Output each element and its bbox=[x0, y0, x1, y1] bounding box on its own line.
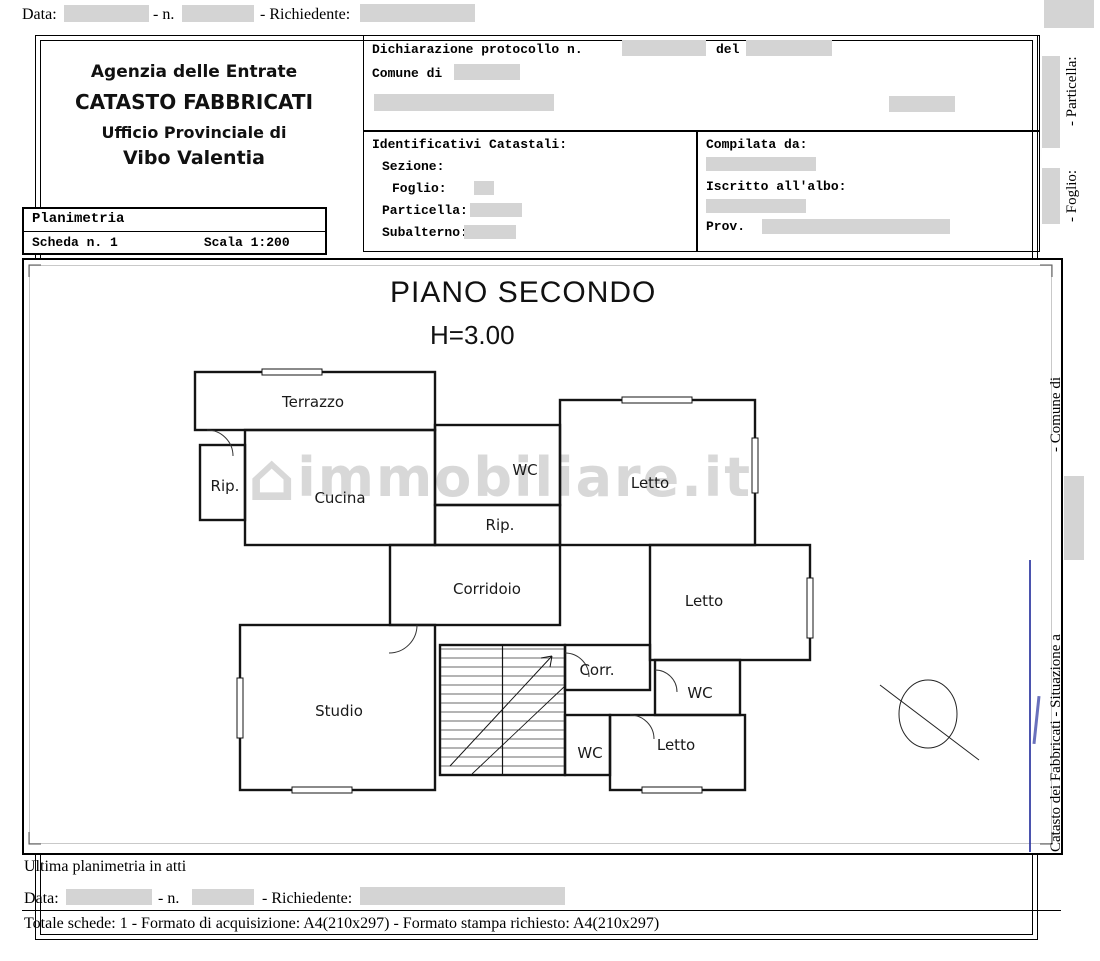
plan-title: PIANO SECONDO bbox=[390, 276, 657, 309]
room-label-corridoio: Corridoio bbox=[453, 580, 521, 598]
planimetria-box: Planimetria Scheda n. 1 Scala 1:200 bbox=[22, 207, 327, 255]
floor-plan: Terrazzo Rip. Cucina WC Letto Rip. Corri… bbox=[28, 264, 1053, 845]
particella-label: Particella: bbox=[382, 203, 468, 218]
margin-foglio-label: - Foglio: bbox=[1064, 169, 1080, 222]
redaction-block bbox=[374, 94, 554, 111]
footer-data-line: Data: - n. - Richiedente: bbox=[0, 885, 1060, 909]
top-richiedente-label: - Richiedente: bbox=[260, 6, 351, 23]
redaction-block bbox=[1042, 56, 1060, 148]
redaction-block bbox=[192, 889, 254, 905]
sezione-label: Sezione: bbox=[382, 159, 445, 174]
margin-comune-label: - Comune di bbox=[1048, 377, 1064, 452]
planimetria-title: Planimetria bbox=[24, 209, 325, 232]
redaction-block bbox=[1042, 168, 1060, 224]
redaction-block bbox=[706, 157, 816, 171]
watermark-text: immobiliare.it bbox=[297, 446, 753, 509]
redaction-block bbox=[746, 40, 832, 56]
room-label-letto-1: Letto bbox=[631, 474, 669, 492]
column-divider bbox=[696, 131, 698, 251]
room-label-letto-2: Letto bbox=[685, 592, 723, 610]
redaction-block bbox=[762, 219, 950, 234]
room-label-corr: Corr. bbox=[579, 661, 614, 679]
agency-line4: Vibo Valentia bbox=[123, 147, 265, 169]
redaction-block bbox=[66, 889, 152, 905]
redaction-block bbox=[360, 887, 565, 905]
redaction-block bbox=[360, 4, 475, 22]
agency-line1: Agenzia delle Entrate bbox=[90, 62, 298, 82]
staircase bbox=[441, 646, 566, 775]
plan-height-label: H=3.00 bbox=[430, 320, 515, 350]
top-n-label: - n. bbox=[153, 6, 175, 23]
totale-label: Totale schede: 1 - Formato di acquisizio… bbox=[24, 915, 660, 932]
redaction-block bbox=[1064, 476, 1084, 560]
blue-mark-line bbox=[1029, 560, 1031, 852]
top-data-label: Data: bbox=[22, 6, 57, 23]
house-icon: ⌂ bbox=[248, 438, 298, 516]
room-label-studio: Studio bbox=[315, 702, 363, 720]
room-label-terrazzo: Terrazzo bbox=[281, 393, 344, 411]
room-labels: Terrazzo Rip. Cucina WC Letto Rip. Corri… bbox=[211, 393, 724, 762]
scheda-label: Scheda n. 1 bbox=[32, 235, 118, 250]
iscritto-label: Iscritto all'albo: bbox=[706, 179, 847, 194]
comune-label: Comune di bbox=[372, 66, 443, 81]
redaction-block bbox=[622, 40, 706, 56]
subalterno-label: Subalterno: bbox=[382, 225, 468, 240]
redaction-block bbox=[182, 5, 254, 22]
inner-margin-rect bbox=[29, 265, 1052, 844]
room-label-wc-3: WC bbox=[577, 744, 602, 762]
footer-richiedente-label: - Richiedente: bbox=[262, 890, 353, 907]
footer-separator bbox=[22, 910, 1061, 911]
top-bar: Data: - n. - Richiedente: bbox=[0, 0, 1100, 28]
protocollo-label: Dichiarazione protocollo n. bbox=[372, 42, 583, 57]
foglio-label: Foglio: bbox=[392, 181, 447, 196]
compilata-title: Compilata da: bbox=[706, 137, 808, 152]
redaction-block bbox=[706, 199, 806, 213]
agency-header: Agenzia delle Entrate CATASTO FABBRICATI… bbox=[48, 62, 340, 169]
room-label-wc-2: WC bbox=[687, 684, 712, 702]
catastali-box: Identificativi Catastali: Sezione: Fogli… bbox=[363, 130, 1040, 252]
room-label-wc-1: WC bbox=[512, 461, 537, 479]
agency-line3: Ufficio Provinciale di bbox=[101, 123, 287, 142]
redaction-block bbox=[464, 225, 516, 239]
footer-n-label: - n. bbox=[158, 890, 180, 907]
north-arrow bbox=[879, 679, 980, 761]
redaction-block bbox=[889, 96, 955, 112]
redaction-block bbox=[474, 181, 494, 195]
identificativi-title: Identificativi Catastali: bbox=[372, 137, 568, 152]
redaction-block bbox=[1044, 0, 1094, 28]
redaction-block bbox=[64, 5, 149, 22]
footer-data-label: Data: bbox=[24, 890, 59, 907]
corner-ticks bbox=[28, 264, 1053, 845]
watermark: ⌂ immobiliare.it bbox=[248, 438, 753, 516]
redaction-block bbox=[454, 64, 520, 80]
windows bbox=[236, 368, 814, 794]
margin-particella-label: - Particella: bbox=[1064, 56, 1080, 126]
protocol-box: Dichiarazione protocollo n. del Comune d… bbox=[363, 35, 1040, 132]
agency-line2: CATASTO FABBRICATI bbox=[74, 90, 314, 114]
room-label-rip-2: Rip. bbox=[486, 516, 515, 534]
redaction-block bbox=[470, 203, 522, 217]
scala-label: Scala 1:200 bbox=[203, 235, 290, 250]
ultima-label: Ultima planimetria in atti bbox=[24, 858, 187, 875]
del-label: del bbox=[716, 42, 740, 57]
margin-catasto-label: Catasto dei Fabbricati - Situazione a bbox=[1048, 634, 1064, 852]
prov-label: Prov. bbox=[706, 219, 746, 234]
room-label-letto-3: Letto bbox=[657, 736, 695, 754]
room-label-cucina: Cucina bbox=[314, 489, 365, 507]
room-label-rip-1: Rip. bbox=[211, 477, 240, 495]
doors bbox=[206, 429, 678, 740]
